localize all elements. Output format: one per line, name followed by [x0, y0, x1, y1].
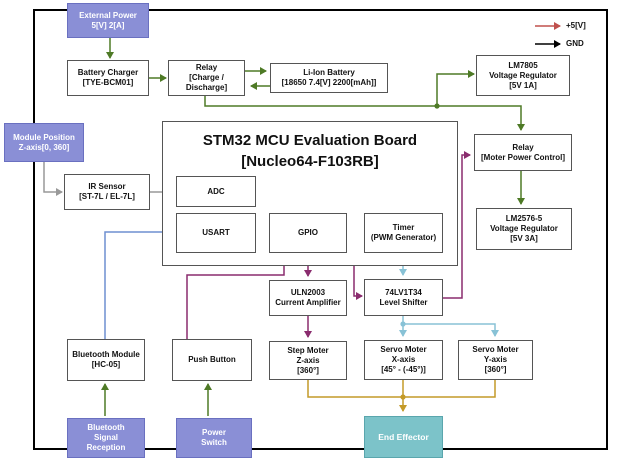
- wire-servoy-to-effector: [403, 380, 496, 398]
- relay-motor-title: Relay: [512, 142, 534, 152]
- lm7805-title: LM7805: [508, 60, 538, 70]
- servo-x-title: Servo Moter: [380, 345, 427, 354]
- legend-power-label: +5[V]: [566, 21, 586, 30]
- bluetooth-reception-line2: Signal: [93, 433, 118, 442]
- module-position-block: Module Position Z-axis[0, 360]: [4, 123, 84, 162]
- external-power-spec: 5[V] 2[A]: [91, 20, 125, 30]
- module-position-range: Z-axis[0, 360]: [18, 142, 70, 152]
- li-ion-battery-block: Li-Ion Battery [18650 7.4[V] 2200[mAh]]: [270, 63, 388, 93]
- mcu-subtitle: [Nucleo64-F103RB]: [241, 152, 379, 170]
- wire-bt-to-usart: [104, 228, 171, 339]
- wire-relay-down: [204, 96, 437, 107]
- servo-y-axis: Y-axis: [483, 355, 508, 364]
- level-shifter-title: 74LV1T34: [385, 287, 422, 297]
- lm7805-type: Voltage Regulator: [489, 70, 557, 80]
- power-switch-line1: Power: [201, 428, 226, 437]
- battery-charger-block: Battery Charger [TYE-BCM01]: [67, 60, 149, 96]
- gpio-label: GPIO: [297, 228, 318, 237]
- lm2576-type: Voltage Regulator: [490, 224, 558, 233]
- li-ion-spec: [18650 7.4[V] 2200[mAh]]: [281, 78, 377, 87]
- step-motor-range: [360°]: [297, 365, 319, 375]
- adc-label: ADC: [207, 186, 225, 196]
- wire-shifter-to-relay: [443, 151, 471, 299]
- lm7805-block: LM7805 Voltage Regulator [5V 1A]: [476, 55, 570, 96]
- gpio-block: GPIO: [269, 213, 347, 253]
- battery-charger-part: [TYE-BCM01]: [82, 78, 134, 87]
- uln2003-function: Current Amplifier: [275, 298, 341, 307]
- bluetooth-module-block: Bluetooth Module [HC-05]: [67, 339, 145, 381]
- legend-ground-label: GND: [566, 39, 584, 48]
- bluetooth-module-part: [HC-05]: [91, 360, 121, 369]
- bluetooth-reception-block: Bluetooth Signal Reception: [67, 418, 145, 458]
- lm7805-rating: [5V 1A]: [509, 80, 537, 90]
- push-button-block: Push Button: [172, 339, 252, 381]
- adc-block: ADC: [176, 176, 256, 207]
- power-switch-block: Power Switch: [176, 418, 252, 458]
- ir-sensor-block: IR Sensor [ST-7L / EL-7L]: [64, 174, 150, 210]
- uln2003-title: ULN2003: [290, 288, 326, 297]
- li-ion-title: Li-Ion Battery: [303, 68, 355, 77]
- level-shifter-block: 74LV1T34 Level Shifter: [364, 279, 443, 316]
- wire-step-to-effector: [307, 380, 403, 398]
- battery-charger-title: Battery Charger: [77, 68, 139, 77]
- step-motor-block: Step Moter Z-axis [360°]: [269, 341, 347, 380]
- servo-y-range: [360°]: [484, 365, 507, 374]
- bluetooth-module-title: Bluetooth Module: [72, 350, 140, 359]
- relay-charge-mode1: [Charge /: [189, 73, 224, 82]
- wire-bus-to-lm7805: [436, 70, 475, 106]
- wire-pwm-to-servo-y: [403, 323, 499, 337]
- wire-bus-to-relay-motor: [437, 105, 525, 131]
- relay-motor-function: [Moter Power Control]: [481, 152, 565, 162]
- step-motor-title: Step Moter: [287, 345, 329, 355]
- bluetooth-reception-line3: Reception: [86, 443, 126, 452]
- relay-charge-block: Relay [Charge / Discharge]: [168, 60, 245, 96]
- timer-title: Timer: [392, 223, 415, 232]
- timer-function: (PWM Generator): [370, 233, 437, 242]
- system-boundary: [33, 9, 608, 450]
- lm2576-title: LM2576-5: [505, 214, 543, 223]
- effector-junction: [400, 394, 406, 400]
- ir-sensor-title: IR Sensor: [88, 182, 126, 191]
- pwm-junction: [400, 321, 406, 327]
- external-power-title: External Power: [79, 10, 137, 20]
- servo-y-block: Servo Moter Y-axis [360°]: [458, 340, 533, 380]
- servo-x-block: Servo Moter X-axis [45° - (-45°)]: [364, 340, 443, 380]
- module-position-title: Module Position: [13, 132, 75, 142]
- relay-charge-title: Relay: [195, 63, 218, 72]
- end-effector-label: End Effector: [378, 431, 429, 442]
- external-power-block: External Power 5[V] 2[A]: [67, 3, 149, 38]
- servo-x-axis: X-axis: [391, 355, 416, 364]
- lm2576-rating: [5V 3A]: [510, 234, 538, 243]
- relay-charge-mode2: Discharge]: [185, 83, 228, 92]
- mcu-title: STM32 MCU Evaluation Board: [202, 132, 418, 149]
- level-shifter-function: Level Shifter: [379, 297, 428, 307]
- timer-block: Timer (PWM Generator): [364, 213, 443, 253]
- ir-sensor-part: [ST-7L / EL-7L]: [79, 192, 135, 201]
- power-junction: [434, 103, 440, 109]
- power-switch-line2: Switch: [201, 438, 227, 447]
- end-effector-block: End Effector: [364, 416, 443, 458]
- servo-x-range: [45° - (-45°)]: [381, 365, 426, 374]
- wire-position-to-ir: [43, 162, 63, 196]
- power-lines: [101, 38, 525, 416]
- relay-motor-block: Relay [Moter Power Control]: [474, 134, 572, 171]
- lm2576-block: LM2576-5 Voltage Regulator [5V 3A]: [476, 208, 572, 250]
- usart-block: USART: [176, 213, 256, 253]
- usart-label: USART: [202, 228, 230, 237]
- uln2003-block: ULN2003 Current Amplifier: [269, 280, 347, 316]
- servo-y-title: Servo Moter: [472, 345, 519, 354]
- bluetooth-reception-line1: Bluetooth: [87, 423, 125, 432]
- wire-button-to-gpio: [186, 257, 288, 339]
- step-motor-axis: Z-axis: [296, 355, 320, 365]
- push-button-label: Push Button: [188, 355, 236, 364]
